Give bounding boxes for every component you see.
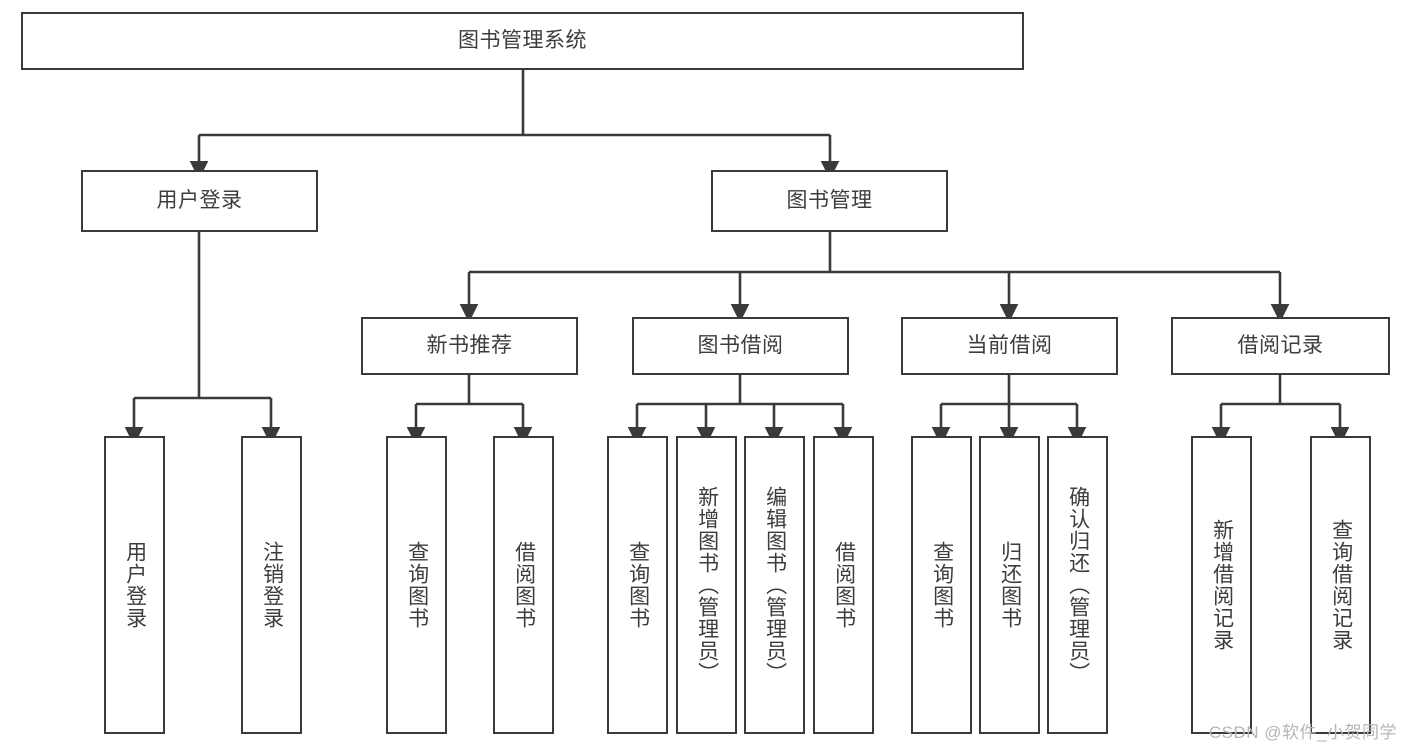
node-user-login-label: 用户登录	[156, 188, 243, 212]
node-leaf-query-book-1[interactable]: 查询图书	[386, 436, 447, 734]
node-leaf-edit-book-label: 编辑图书（管理员）	[763, 486, 787, 684]
node-leaf-query-book-2-label: 查询图书	[626, 541, 650, 629]
node-book-borrow-label: 图书借阅	[697, 333, 784, 357]
node-leaf-add-record-label: 新增借阅记录	[1210, 519, 1234, 651]
node-leaf-logout-label: 注销登录	[260, 541, 284, 629]
node-leaf-query-book-2[interactable]: 查询图书	[607, 436, 668, 734]
node-leaf-query-book-3-label: 查询图书	[930, 541, 954, 629]
node-leaf-return-book-label: 归还图书	[998, 541, 1022, 629]
node-leaf-confirm-return[interactable]: 确认归还（管理员）	[1047, 436, 1108, 734]
node-current-borrow-label: 当前借阅	[966, 333, 1053, 357]
node-book-borrow[interactable]: 图书借阅	[632, 317, 849, 375]
node-leaf-return-book[interactable]: 归还图书	[979, 436, 1040, 734]
csdn-watermark: CSDN @软件_小贺同学	[1208, 723, 1397, 742]
node-leaf-query-book-1-label: 查询图书	[405, 541, 429, 629]
node-borrow-record[interactable]: 借阅记录	[1171, 317, 1390, 375]
node-root[interactable]: 图书管理系统	[21, 12, 1024, 70]
node-leaf-borrow-book-2-label: 借阅图书	[832, 541, 856, 629]
node-leaf-add-record[interactable]: 新增借阅记录	[1191, 436, 1252, 734]
node-leaf-query-record[interactable]: 查询借阅记录	[1310, 436, 1371, 734]
node-leaf-add-book[interactable]: 新增图书（管理员）	[676, 436, 737, 734]
node-current-borrow[interactable]: 当前借阅	[901, 317, 1118, 375]
node-leaf-user-login-label: 用户登录	[123, 541, 147, 629]
node-borrow-record-label: 借阅记录	[1237, 333, 1324, 357]
node-leaf-borrow-book-2[interactable]: 借阅图书	[813, 436, 874, 734]
node-leaf-user-login[interactable]: 用户登录	[104, 436, 165, 734]
node-leaf-confirm-return-label: 确认归还（管理员）	[1066, 486, 1090, 684]
node-leaf-borrow-book-1-label: 借阅图书	[512, 541, 536, 629]
node-book-manage[interactable]: 图书管理	[711, 170, 948, 232]
node-new-book-rec-label: 新书推荐	[426, 333, 513, 357]
node-leaf-query-book-3[interactable]: 查询图书	[911, 436, 972, 734]
node-root-label: 图书管理系统	[458, 28, 587, 52]
node-leaf-add-book-label: 新增图书（管理员）	[695, 486, 719, 684]
node-leaf-edit-book[interactable]: 编辑图书（管理员）	[744, 436, 805, 734]
node-new-book-rec[interactable]: 新书推荐	[361, 317, 578, 375]
node-leaf-query-record-label: 查询借阅记录	[1329, 519, 1353, 651]
node-user-login[interactable]: 用户登录	[81, 170, 318, 232]
node-book-manage-label: 图书管理	[786, 188, 873, 212]
node-leaf-logout[interactable]: 注销登录	[241, 436, 302, 734]
node-leaf-borrow-book-1[interactable]: 借阅图书	[493, 436, 554, 734]
